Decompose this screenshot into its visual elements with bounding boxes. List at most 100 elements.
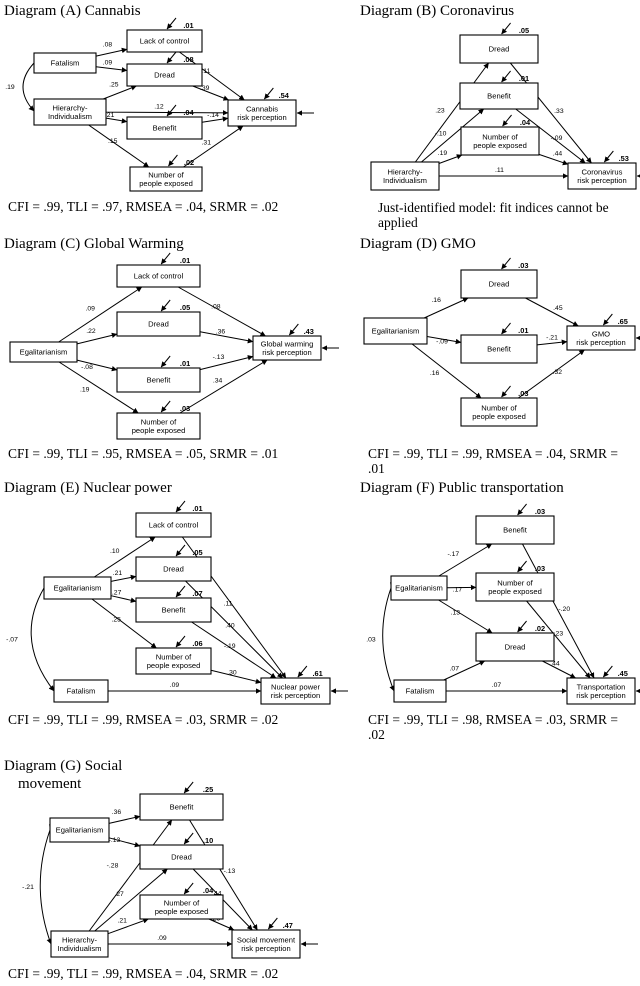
path-dread-out — [192, 85, 229, 101]
node-label: Egalitarianism — [20, 348, 68, 357]
node-box — [49, 817, 110, 843]
node-label: GMO — [592, 329, 610, 338]
node-box — [139, 894, 224, 920]
correlation-coefficient: -.21 — [22, 884, 34, 891]
fit-indices: CFI = .99, TLI = .99, RMSEA = .03, SRMR … — [8, 712, 278, 727]
path-coefficient: -.27 — [110, 590, 122, 597]
path-coefficient: .45 — [553, 305, 563, 312]
error-arrow — [603, 150, 614, 163]
path-coefficient: -.14 — [207, 112, 219, 119]
node-label: Social movement — [237, 935, 296, 944]
path-loc-out — [177, 286, 266, 337]
node-dread: Dread.03 — [460, 257, 538, 299]
path-coefficient: .09 — [157, 935, 167, 942]
node-box — [116, 367, 201, 393]
node-label: risk perception — [262, 348, 311, 357]
path-coefficient: .11 — [495, 167, 504, 174]
path-coefficient: .09 — [103, 60, 113, 67]
path-coefficient: .08 — [103, 42, 113, 49]
error-arrow — [175, 635, 186, 648]
path-dread-out — [185, 580, 283, 679]
path-coefficient: -.09 — [436, 338, 448, 345]
node-box — [139, 844, 224, 870]
node-box — [260, 677, 331, 705]
path-ega-npe — [411, 343, 482, 399]
node-label: Nuclear power — [271, 682, 320, 691]
node-label: Benefit — [487, 92, 512, 101]
node-label: people exposed — [139, 179, 193, 188]
node-label: Hierarchy- — [62, 935, 97, 944]
node-label: Number of — [482, 132, 518, 141]
path-coefficient: .16 — [431, 297, 441, 304]
node-fat: Fatalism — [33, 52, 97, 74]
path-coefficient: -.10 — [435, 131, 447, 138]
node-hier: Hierarchy-Individualism — [370, 161, 440, 191]
path-coefficient: .32 — [553, 369, 563, 376]
path-coefficient: .36 — [112, 809, 122, 816]
error-arrow — [501, 385, 511, 398]
node-dread: Dread.05 — [116, 299, 201, 337]
path-hier-dread — [94, 868, 168, 932]
fit-indices: CFI = .99, TLI = .95, RMSEA = .05, SRMR … — [8, 446, 278, 461]
r-squared: .45 — [618, 669, 628, 678]
error-arrow — [501, 22, 511, 35]
r-squared: .65 — [618, 317, 628, 326]
path-coefficient: .11 — [224, 601, 233, 608]
path-coefficient: .07 — [450, 666, 460, 673]
error-arrow — [183, 882, 194, 895]
fit-indices: .01 — [368, 461, 385, 476]
path-ega-npe — [58, 361, 139, 414]
node-label: Dread — [154, 71, 175, 80]
correlation-coefficient: -.07 — [6, 637, 18, 644]
node-dread: Dread.02 — [475, 620, 555, 662]
path-ega-ben — [110, 595, 137, 603]
correlation-ega-hier — [39, 824, 55, 945]
r-squared: .04 — [203, 886, 214, 895]
r-squared: .03 — [180, 404, 190, 413]
diagram-title: Diagram (E) Nuclear power — [4, 480, 172, 496]
node-label: Hierarchy- — [387, 167, 422, 176]
node-box — [363, 317, 428, 345]
node-box — [135, 597, 212, 623]
node-box — [9, 341, 78, 363]
path-npe-out — [210, 669, 262, 684]
error-arrow — [263, 87, 274, 100]
node-box — [50, 930, 109, 958]
node-box — [566, 325, 636, 351]
node-box — [135, 556, 212, 582]
path-coefficient: .15 — [108, 138, 118, 145]
path-fat-loc — [95, 47, 128, 57]
node-label: people exposed — [488, 587, 542, 596]
node-box — [475, 632, 555, 662]
node-label: Egalitarianism — [56, 826, 104, 835]
node-box — [135, 512, 212, 538]
r-squared: .07 — [192, 589, 202, 598]
error-arrow — [517, 560, 527, 573]
path-coefficient: .27 — [114, 891, 124, 898]
node-box — [475, 572, 555, 602]
path-ega-dread — [110, 574, 137, 582]
correlation-coefficient: .03 — [366, 637, 376, 644]
path-ben-out — [201, 116, 229, 123]
node-hier: Hierarchy-Individualism — [50, 930, 109, 958]
diagram-title: Diagram (D) GMO — [360, 236, 476, 252]
error-arrow — [175, 500, 186, 513]
node-box — [459, 34, 539, 64]
diagram-title-line2: movement — [18, 776, 82, 792]
node-box — [567, 162, 637, 190]
node-label: Benefit — [153, 124, 178, 133]
node-box — [43, 576, 112, 600]
fit-indices: .02 — [368, 727, 385, 742]
correlation-coefficient: .19 — [5, 84, 15, 91]
path-coefficient: -.17 — [447, 551, 459, 558]
path-coefficient: .23 — [554, 631, 564, 638]
path-ben-out — [536, 339, 568, 346]
path-coefficient: .11 — [201, 68, 210, 75]
r-squared: .47 — [283, 921, 293, 930]
